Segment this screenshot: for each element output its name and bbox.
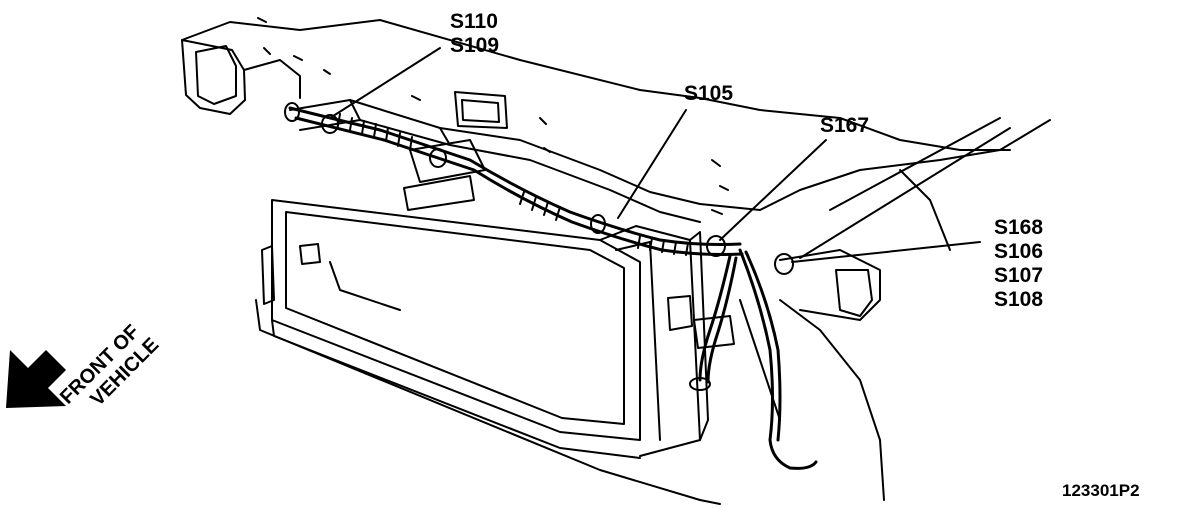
label-s167: S167 bbox=[820, 114, 870, 137]
figure-code: 123301P2 bbox=[1062, 481, 1140, 500]
arrow-down-left-icon bbox=[6, 350, 66, 408]
splice-s110-s109 bbox=[321, 114, 339, 134]
front-of-vehicle-indicator: FRONT OF VEHICLE bbox=[6, 268, 196, 418]
radiator-panel bbox=[271, 199, 641, 441]
splice-s105 bbox=[590, 214, 606, 234]
label-s110: S110 bbox=[450, 10, 498, 33]
leader-s167 bbox=[719, 139, 827, 241]
label-s108: S108 bbox=[994, 288, 1044, 311]
leader-s105 bbox=[617, 109, 687, 219]
splice-s167 bbox=[706, 235, 726, 257]
right-fender-outline bbox=[759, 119, 1051, 211]
label-s106: S106 bbox=[994, 240, 1044, 263]
splice-s168-s108 bbox=[774, 253, 794, 275]
label-s109: S109 bbox=[450, 34, 500, 57]
label-s105: S105 bbox=[684, 82, 734, 105]
leader-s168 bbox=[791, 241, 981, 263]
leader-s110-s109 bbox=[329, 47, 441, 119]
label-s107: S107 bbox=[994, 264, 1044, 287]
left-fender-outline bbox=[181, 39, 246, 115]
radiator-support-upper bbox=[289, 99, 761, 211]
label-s168: S168 bbox=[994, 216, 1044, 239]
body-top-outline bbox=[181, 19, 1011, 151]
